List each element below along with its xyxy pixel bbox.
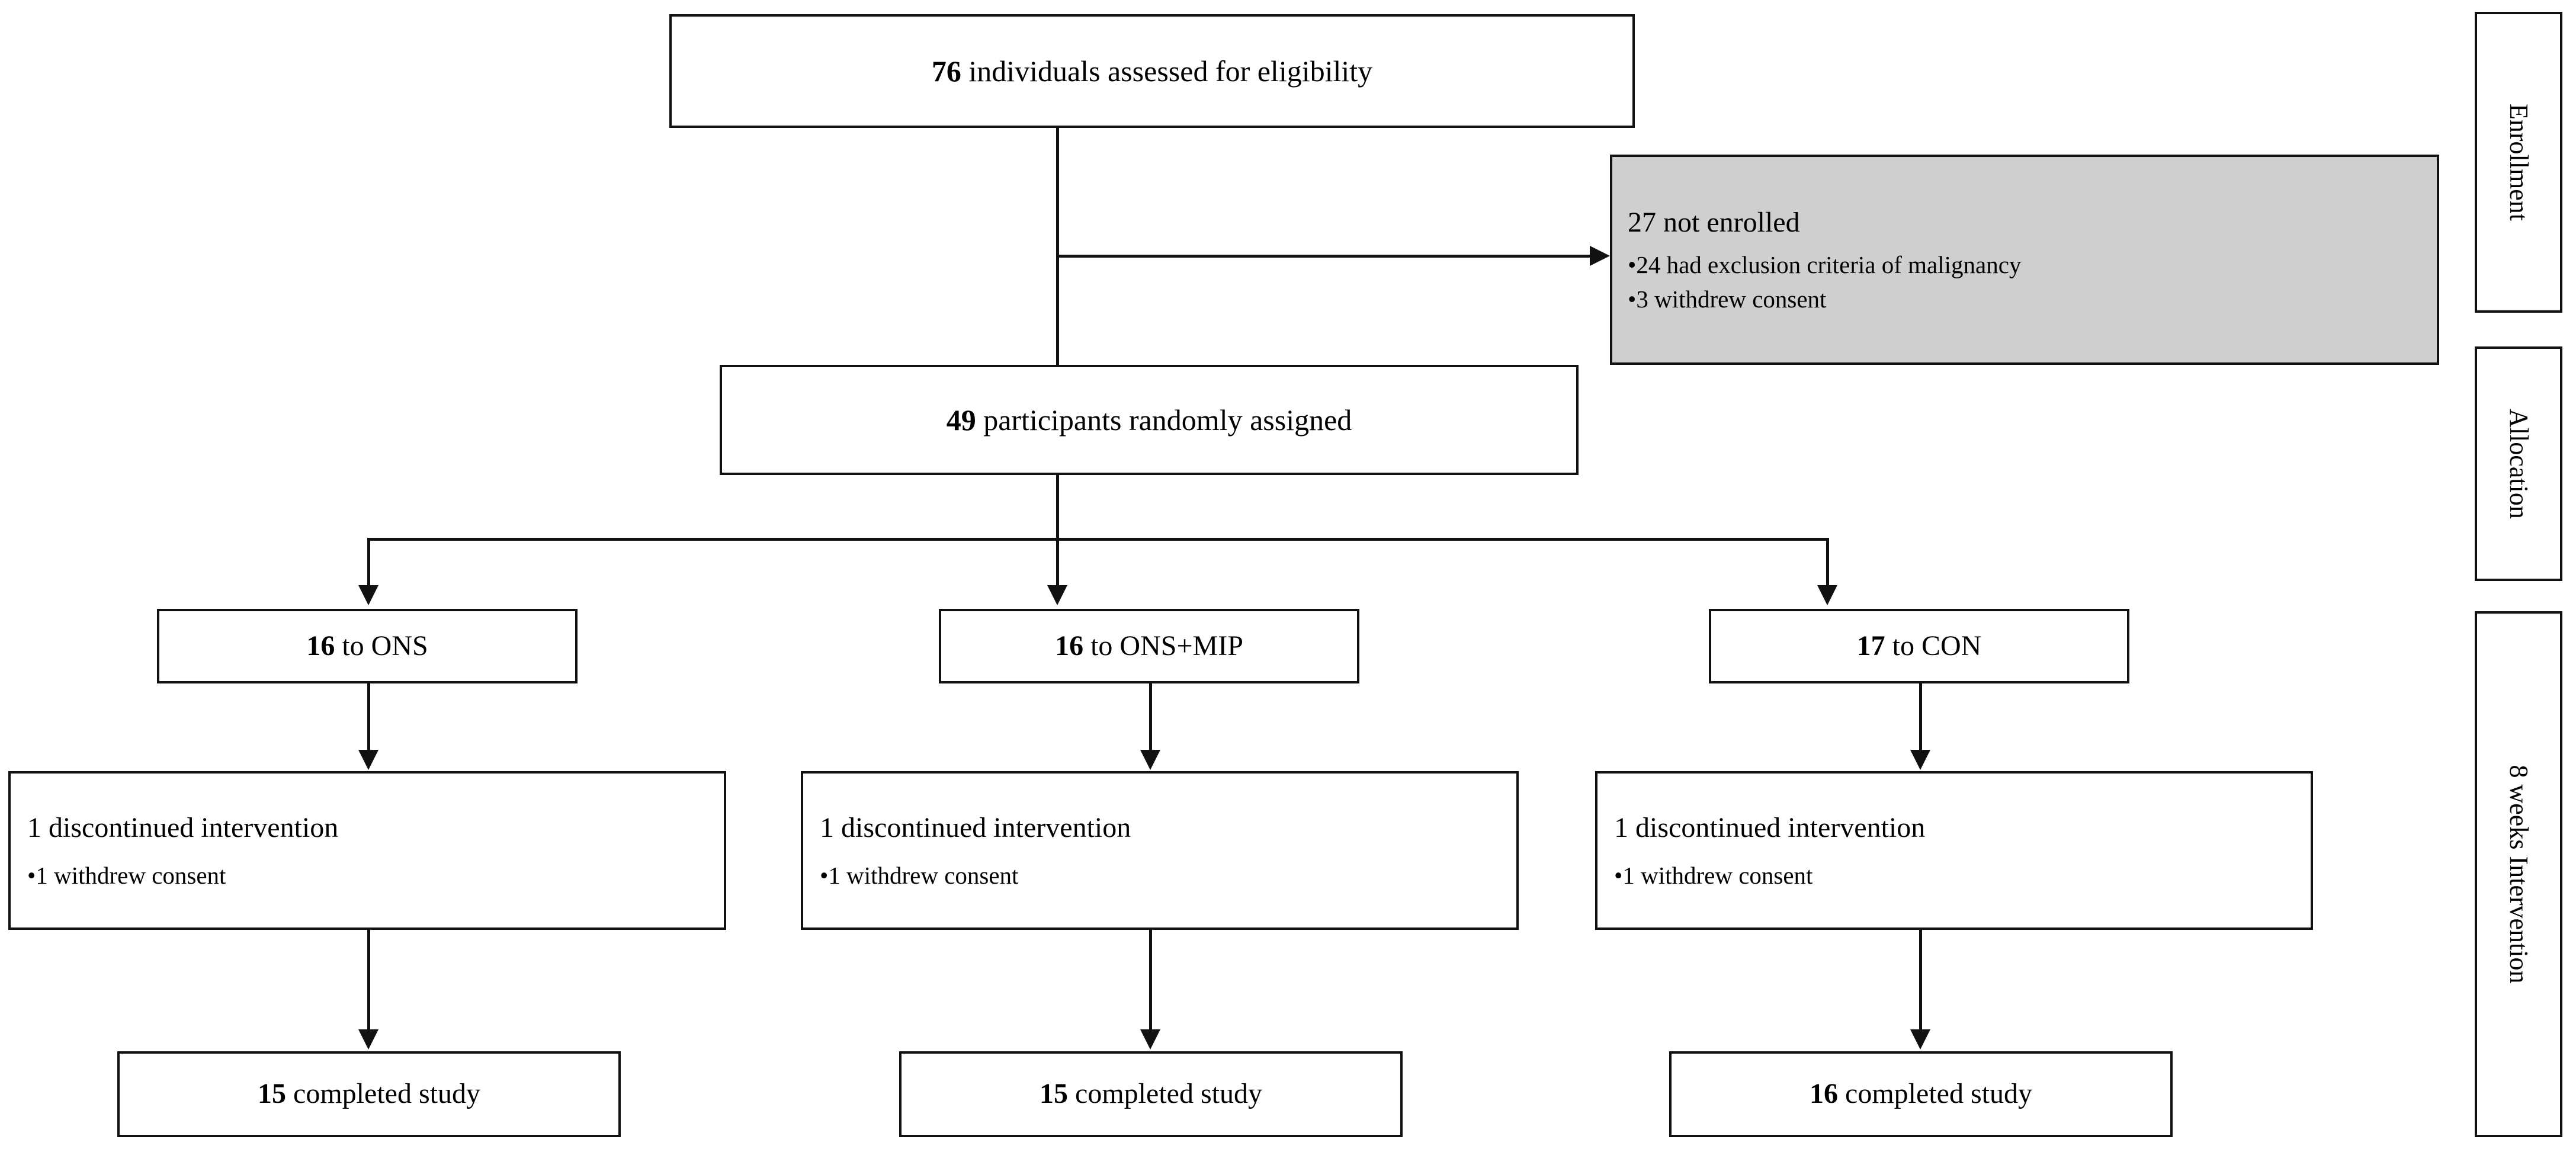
allocation-ons-label: to ONS [335, 630, 428, 662]
not-enrolled-bullet-1: •24 had exclusion criteria of malignancy [1628, 251, 2022, 278]
box-allocation-con: 17 to CON [1709, 609, 2129, 683]
connector-branch-right [1826, 538, 1829, 586]
not-enrolled-heading: 27 not enrolled [1628, 207, 1800, 239]
box-assessed-for-eligibility: 76 individuals assessed for eligibility [669, 14, 1635, 128]
connector-assessed-to-randomized [1056, 128, 1059, 365]
arrow-down-allocation-right-icon [1817, 585, 1837, 605]
arrow-down-allocation-left-icon [358, 585, 378, 605]
assessed-count: 76 [931, 54, 961, 88]
connector-branch-left [367, 538, 370, 586]
allocation-onsmip-count: 16 [1055, 630, 1084, 662]
discontinued-onsmip-bullet: •1 withdrew consent [820, 862, 1019, 890]
not-enrolled-bullet-2: •3 withdrew consent [1628, 285, 1827, 313]
completed-onsmip-count: 15 [1040, 1078, 1069, 1110]
connector-ons-to-completed [367, 930, 370, 1031]
allocation-con-label: to CON [1885, 630, 1982, 662]
box-completed-ons: 15 completed study [117, 1051, 621, 1137]
arrow-down-ons-completed-icon [358, 1029, 378, 1050]
box-discontinued-con: 1 discontinued intervention •1 withdrew … [1595, 771, 2313, 930]
arrow-down-onsmip-discontinued-icon [1140, 750, 1160, 770]
box-completed-ons-mip: 15 completed study [899, 1051, 1403, 1137]
connector-randomized-down [1056, 475, 1059, 540]
connector-con-to-completed [1919, 930, 1922, 1031]
box-not-enrolled: 27 not enrolled •24 had exclusion criter… [1610, 155, 2439, 365]
completed-ons-count: 15 [258, 1078, 287, 1110]
discontinued-ons-heading: 1 discontinued intervention [27, 811, 339, 843]
arrow-down-con-completed-icon [1910, 1029, 1930, 1050]
arrow-down-onsmip-completed-icon [1140, 1029, 1160, 1050]
stage-label-allocation: Allocation [2475, 346, 2562, 581]
stage-label-intervention: 8 weeks Intervention [2475, 611, 2562, 1137]
randomized-count: 49 [946, 403, 976, 437]
connector-allocation-bus [367, 538, 1829, 541]
connector-onsmip-to-completed [1149, 930, 1152, 1031]
connector-to-not-enrolled [1056, 255, 1590, 258]
stage-label-intervention-text: 8 weeks Intervention [2504, 765, 2533, 984]
stage-label-enrollment-text: Enrollment [2504, 104, 2533, 221]
allocation-ons-count: 16 [306, 630, 335, 662]
connector-branch-middle [1056, 538, 1059, 586]
allocation-con-count: 17 [1856, 630, 1885, 662]
discontinued-con-bullet: •1 withdrew consent [1614, 862, 1813, 890]
box-allocation-ons-mip: 16 to ONS+MIP [939, 609, 1359, 683]
discontinued-con-heading: 1 discontinued intervention [1614, 811, 1926, 843]
arrow-down-allocation-middle-icon [1047, 585, 1067, 605]
allocation-onsmip-label: to ONS+MIP [1083, 630, 1243, 662]
completed-con-count: 16 [1810, 1078, 1839, 1110]
connector-ons-to-discontinued [367, 683, 370, 751]
box-allocation-ons: 16 to ONS [157, 609, 578, 683]
box-randomly-assigned: 49 participants randomly assigned [720, 365, 1579, 475]
box-completed-con: 16 completed study [1669, 1051, 2173, 1137]
stage-label-enrollment: Enrollment [2475, 12, 2562, 313]
stage-label-allocation-text: Allocation [2504, 409, 2533, 519]
randomized-label: participants randomly assigned [976, 403, 1352, 437]
discontinued-ons-bullet: •1 withdrew consent [27, 862, 226, 890]
assessed-label: individuals assessed for eligibility [961, 54, 1373, 88]
box-discontinued-ons: 1 discontinued intervention •1 withdrew … [8, 771, 726, 930]
connector-onsmip-to-discontinued [1149, 683, 1152, 751]
connector-con-to-discontinued [1919, 683, 1922, 751]
completed-onsmip-label: completed study [1068, 1078, 1262, 1110]
box-discontinued-ons-mip: 1 discontinued intervention •1 withdrew … [801, 771, 1519, 930]
discontinued-onsmip-heading: 1 discontinued intervention [820, 811, 1131, 843]
arrow-down-ons-discontinued-icon [358, 750, 378, 770]
arrow-right-not-enrolled-icon [1590, 246, 1610, 266]
completed-ons-label: completed study [286, 1078, 480, 1110]
arrow-down-con-discontinued-icon [1910, 750, 1930, 770]
completed-con-label: completed study [1838, 1078, 2032, 1110]
